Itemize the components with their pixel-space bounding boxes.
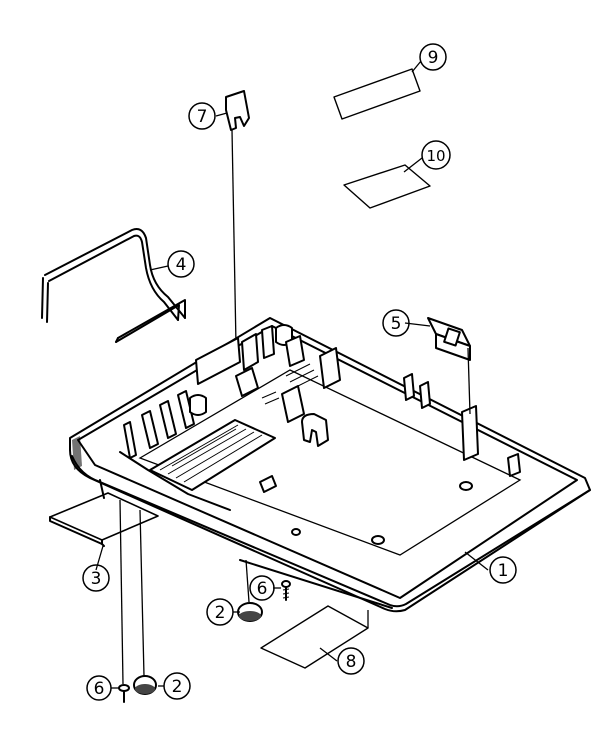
- part-10-label: [343, 164, 431, 209]
- callout-2-lower-label: 2: [172, 677, 183, 697]
- part-9-label: [333, 68, 421, 120]
- callout-2-lower: 2: [163, 672, 191, 700]
- callout-2-upper-label: 2: [215, 603, 226, 623]
- callout-4-label: 4: [176, 255, 187, 275]
- callout-5-label: 5: [391, 314, 402, 334]
- callout-2-upper: 2: [206, 598, 234, 626]
- part-4-wire-stand: [41, 228, 186, 343]
- callout-4: 4: [167, 250, 195, 278]
- callout-7: 7: [188, 102, 216, 130]
- part-8-label: [260, 605, 369, 669]
- callout-5: 5: [382, 309, 410, 337]
- callout-1: 1: [489, 556, 517, 584]
- part-1-base-housing: [69, 317, 591, 613]
- callout-1-label: 1: [498, 561, 509, 581]
- part-6-screw-upper: [281, 580, 291, 601]
- callout-10: 10: [421, 140, 451, 170]
- callout-8-label: 8: [346, 652, 357, 672]
- callout-10-label: 10: [426, 147, 445, 165]
- callout-9-label: 9: [428, 48, 439, 68]
- part-6-screw-lower: [118, 684, 130, 703]
- callout-6-lower-label: 6: [94, 679, 105, 699]
- callout-6-lower: 6: [86, 675, 112, 701]
- callout-7-label: 7: [197, 107, 208, 127]
- guide-lines: [119, 499, 250, 685]
- part-5-bracket: [427, 317, 471, 415]
- callout-8: 8: [337, 647, 365, 675]
- callout-9: 9: [419, 43, 447, 71]
- part-2-foot-lower: [133, 675, 157, 695]
- part-3-bracket: [49, 492, 159, 547]
- callout-3: 3: [82, 564, 110, 592]
- part-7-clip: [225, 90, 250, 346]
- part-2-foot-upper: [237, 602, 263, 622]
- callout-3-label: 3: [91, 569, 102, 589]
- callout-6-upper-label: 6: [257, 579, 268, 599]
- callout-6-upper: 6: [249, 575, 275, 601]
